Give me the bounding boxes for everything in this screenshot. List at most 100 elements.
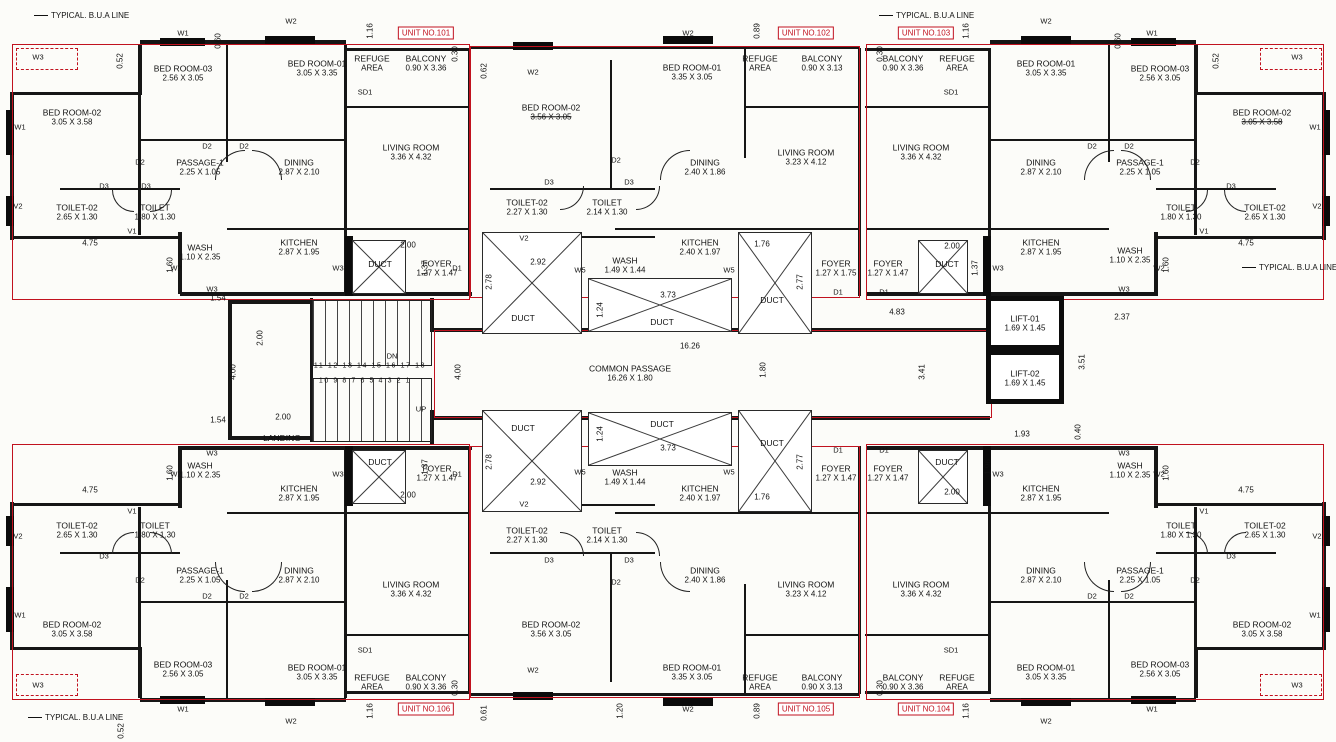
tag-d2: D2 xyxy=(611,155,621,165)
room-name: BED ROOM-03 xyxy=(1130,659,1190,670)
dimension-label: 0.89 xyxy=(752,23,762,39)
wall-segment xyxy=(1194,647,1198,698)
room-name: BED ROOM-02 xyxy=(42,619,102,630)
tag-v2: V2 xyxy=(519,233,529,243)
tag-up: UP xyxy=(415,404,427,414)
dimension-label: 4.75 xyxy=(82,485,98,495)
wall-opening-mark xyxy=(1322,110,1330,155)
room-name: BALCONY xyxy=(882,53,924,64)
wall-opening-mark xyxy=(6,587,14,632)
wall-opening-mark xyxy=(663,698,713,706)
duct-cross-lines xyxy=(919,451,967,503)
wall-segment xyxy=(1194,44,1198,95)
tag-d1: D1 xyxy=(879,287,889,297)
wall-segment xyxy=(990,698,1196,702)
room-dimensions: 2.65 X 1.30 xyxy=(56,212,98,222)
room-name: TOILET xyxy=(592,197,622,208)
tag-v1: V1 xyxy=(127,506,137,516)
room-name: REFUGE xyxy=(939,672,975,683)
dimension-label: 2.92 xyxy=(530,477,546,487)
tag-w5: W5 xyxy=(574,265,586,275)
dimension-label: 2.77 xyxy=(795,454,805,470)
room-name: FOYER xyxy=(873,463,903,474)
wall-segment xyxy=(1194,95,1197,235)
bua-note: TYPICAL. B.U.A LINE xyxy=(1242,263,1336,272)
dimension-label: 1.24 xyxy=(595,426,605,442)
duct-cross-lines xyxy=(353,451,405,503)
wall-segment xyxy=(14,92,140,95)
dimension-label: 4.00 xyxy=(453,364,463,380)
room-dimensions: 3.36 X 4.32 xyxy=(900,152,942,162)
room-dimensions: 2.65 X 1.30 xyxy=(1244,530,1286,540)
tag-d3: D3 xyxy=(141,181,151,191)
room-name: BED ROOM-01 xyxy=(287,58,347,69)
tag-d2: D2 xyxy=(1087,591,1097,601)
room-label-duct: DUCT xyxy=(511,423,535,433)
dimension-label: 4.75 xyxy=(1238,485,1254,495)
duct-area xyxy=(918,240,968,294)
room-dimensions: 2.56 X 3.05 xyxy=(1139,669,1181,679)
tag-w1: W1 xyxy=(1309,610,1321,620)
dimension-label: 1.54 xyxy=(210,293,226,303)
wall-segment xyxy=(468,48,471,296)
room-dimensions: 2.87 X 2.10 xyxy=(1020,167,1062,177)
duct-area xyxy=(738,410,812,512)
tag-w3: W3 xyxy=(1291,680,1303,690)
room-dimensions: 2.56 X 3.05 xyxy=(162,669,204,679)
room-name: LIVING ROOM xyxy=(777,579,835,590)
tag-dn: DN xyxy=(386,351,398,361)
wall-opening-mark xyxy=(983,446,991,506)
wall-opening-mark xyxy=(1322,516,1330,546)
dimension-label: 2.78 xyxy=(484,274,494,290)
room-dimensions: 3.05 X 3.35 xyxy=(296,672,338,682)
room-name: DUCT xyxy=(368,258,392,269)
room-dimensions: 0.90 X 3.13 xyxy=(801,63,843,73)
room-label-duct: DUCT xyxy=(935,259,959,269)
tag-w2: W2 xyxy=(170,263,182,273)
tag-v1: V1 xyxy=(1199,226,1209,236)
dimension-label: 0.52 xyxy=(115,53,125,69)
door-swing-arc xyxy=(1224,190,1246,212)
room-label-duct: DUCT xyxy=(650,317,674,327)
tag-w2: W2 xyxy=(1153,469,1165,479)
room-dimensions: 1.80 X 1.30 xyxy=(134,212,176,222)
room-dimensions: 3.05 X 3.58 xyxy=(1241,117,1283,127)
room-name: TOILET xyxy=(140,520,170,531)
room-dimensions: 3.05 X 3.58 xyxy=(51,117,93,127)
room-dimensions: 0.90 X 3.36 xyxy=(405,63,447,73)
tag-w5: W5 xyxy=(723,265,735,275)
tag-w3: W3 xyxy=(32,680,44,690)
duct-area xyxy=(918,450,968,504)
tag-d2: D2 xyxy=(1087,141,1097,151)
room-dimensions: 1.10 X 2.35 xyxy=(179,252,221,262)
dimension-label: 0.40 xyxy=(1073,424,1083,440)
wall-segment xyxy=(744,46,746,158)
duct-area xyxy=(588,278,732,332)
room-dimensions: 2.40 X 1.86 xyxy=(684,575,726,585)
room-name: BALCONY xyxy=(882,672,924,683)
dimension-label: 1.16 xyxy=(365,23,375,39)
tag-d2: D2 xyxy=(611,577,621,587)
door-swing-arc xyxy=(1084,150,1114,180)
door-swing-arc xyxy=(560,532,584,556)
dimension-label: 0.30 xyxy=(450,680,460,696)
room-dimensions: 3.36 X 4.32 xyxy=(390,589,432,599)
room-name: DUCT xyxy=(935,456,959,467)
wall-segment xyxy=(990,139,1196,141)
wall-opening-mark xyxy=(513,692,553,700)
duct-cross-lines xyxy=(739,233,811,333)
room-dimensions: AREA xyxy=(361,63,383,73)
